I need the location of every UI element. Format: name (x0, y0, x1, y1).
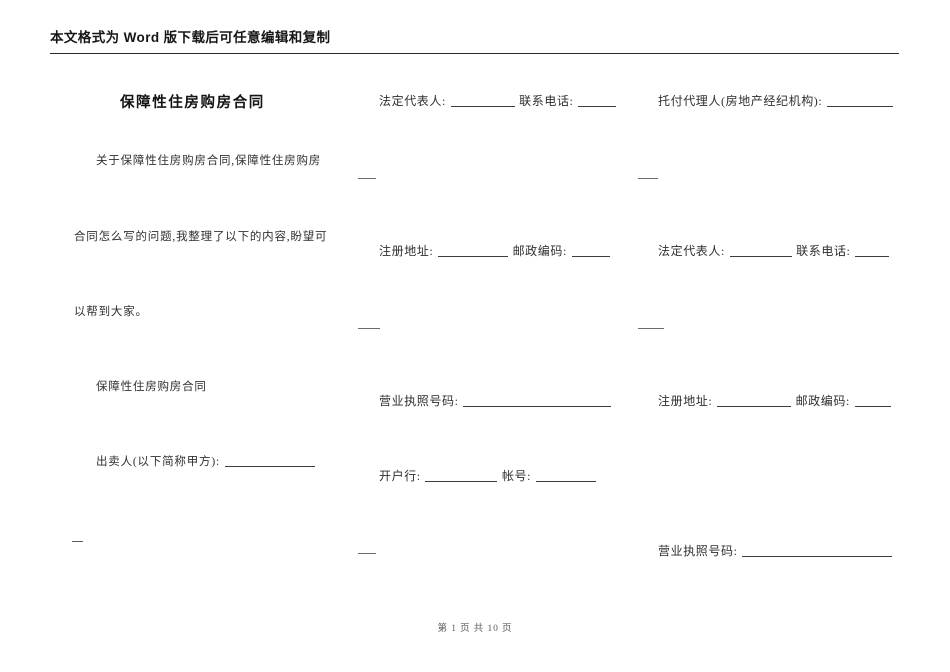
right-field-row-agent: 托付代理人(房地产经纪机构): (658, 92, 894, 109)
middle-postcode-label: 邮政编码: (512, 244, 567, 258)
right-address-blank[interactable] (716, 395, 791, 407)
right-field-row-address: 注册地址: 邮政编码: (658, 392, 892, 409)
middle-account-blank[interactable] (535, 470, 596, 482)
right-blank-continuation-2 (638, 328, 664, 329)
right-field-row-legal-rep: 法定代表人: 联系电话: (658, 242, 890, 259)
intro-line-1: 关于保障性住房购房合同,保障性住房购房 (96, 155, 322, 167)
middle-phone-blank[interactable] (578, 95, 617, 107)
right-agent-label: 托付代理人(房地产经纪机构): (658, 94, 823, 108)
right-field-row-license: 营业执照号码: (658, 542, 893, 559)
middle-field-row-bank: 开户行: 帐号: (379, 467, 597, 484)
middle-license-blank[interactable] (463, 395, 612, 407)
document-title: 保障性住房购房合同 (120, 95, 265, 111)
seller-name-blank[interactable] (224, 455, 315, 467)
middle-bank-blank[interactable] (425, 470, 498, 482)
section-heading: 保障性住房购房合同 (96, 381, 207, 393)
right-postcode-label: 邮政编码: (795, 394, 850, 408)
page-indicator: 第 1 页 共 10 页 (437, 624, 513, 634)
page-header-banner: 本文格式为 Word 版下载后可任意编辑和复制 (50, 28, 899, 54)
right-address-label: 注册地址: (658, 394, 713, 408)
right-blank-continuation-1 (638, 178, 658, 179)
right-phone-blank[interactable] (855, 245, 890, 257)
middle-blank-continuation-2 (358, 328, 380, 329)
header-banner-text: 本文格式为 Word 版下载后可任意编辑和复制 (50, 30, 331, 45)
intro-line-2: 合同怎么写的问题,我整理了以下的内容,盼望可 (74, 231, 328, 243)
middle-license-label: 营业执照号码: (379, 394, 459, 408)
middle-legal-rep-label: 法定代表人: (379, 94, 446, 108)
middle-blank-continuation-3 (358, 553, 376, 554)
right-license-label: 营业执照号码: (658, 544, 738, 558)
middle-field-row-legal-rep: 法定代表人: 联系电话: (379, 92, 617, 109)
right-postcode-blank[interactable] (854, 395, 891, 407)
middle-bank-label: 开户行: (379, 469, 421, 483)
right-legal-rep-label: 法定代表人: (658, 244, 725, 258)
right-phone-label: 联系电话: (796, 244, 851, 258)
middle-phone-label: 联系电话: (519, 94, 574, 108)
seller-field-label: 出卖人(以下简称甲方): (96, 456, 220, 468)
middle-postcode-blank[interactable] (571, 245, 610, 257)
middle-address-blank[interactable] (437, 245, 508, 257)
intro-line-3: 以帮到大家。 (74, 306, 148, 318)
middle-address-label: 注册地址: (379, 244, 434, 258)
middle-field-row-address: 注册地址: 邮政编码: (379, 242, 611, 259)
right-agent-blank[interactable] (826, 95, 893, 107)
middle-blank-continuation-1 (358, 178, 376, 179)
right-license-blank[interactable] (742, 545, 893, 557)
right-legal-rep-blank[interactable] (729, 245, 792, 257)
seller-field-row: 出卖人(以下简称甲方): (96, 453, 316, 469)
left-column-dash-mark (72, 541, 83, 542)
middle-legal-rep-blank[interactable] (450, 95, 515, 107)
page-footer: 第 1 页 共 10 页 (0, 620, 950, 634)
middle-field-row-license: 营业执照号码: (379, 392, 612, 409)
middle-account-label: 帐号: (501, 469, 532, 483)
